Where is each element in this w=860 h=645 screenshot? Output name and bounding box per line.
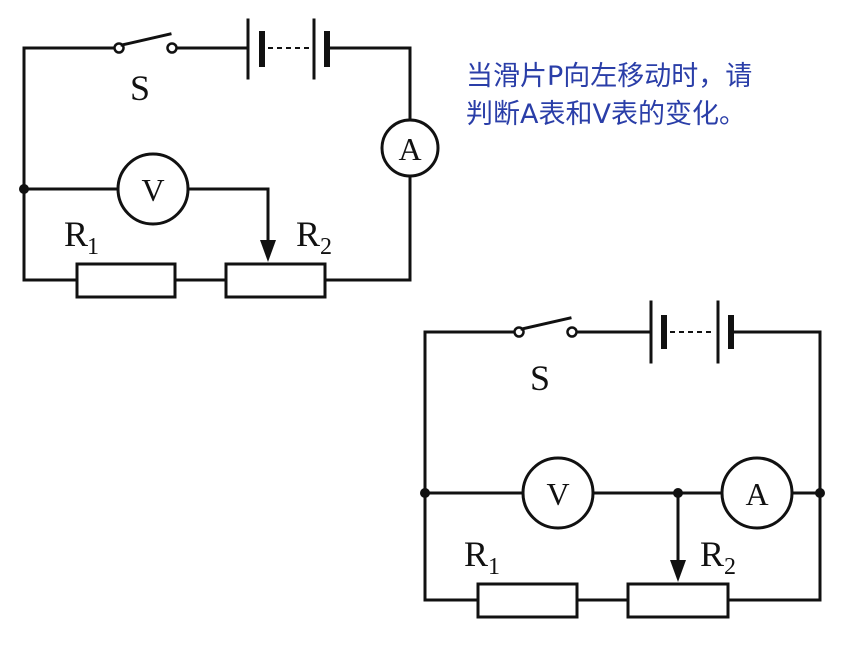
circuit-a-wire-top-right xyxy=(326,46,412,122)
circuit-b-slider-arrow xyxy=(670,560,686,582)
circuit-a-voltmeter: V xyxy=(116,152,190,226)
question-line-1: 当滑片P向左移动时，请 xyxy=(466,61,753,92)
circuit-b-junction-mid xyxy=(673,488,683,498)
circuit-b-wire-left xyxy=(423,491,480,602)
circuit-a-slider-arrow xyxy=(260,240,276,262)
circuit-a-ammeter: A xyxy=(380,118,440,178)
circuit-b-r1-label: R xyxy=(464,534,488,574)
circuit-a-slider-wire xyxy=(186,187,270,248)
circuit-b-battery xyxy=(649,300,734,364)
question-text: 当滑片P向左移动时，请 判断A表和V表的变化。 xyxy=(466,58,851,134)
circuit-a-wire-left xyxy=(22,187,79,282)
circuit-a-switch xyxy=(113,32,178,54)
circuit-a-r2-label: R xyxy=(296,214,320,254)
circuit-a-r1-subscript: 1 xyxy=(87,234,99,260)
svg-text:A: A xyxy=(745,476,768,512)
circuit-a-r2-subscript: 2 xyxy=(320,234,332,260)
svg-text:V: V xyxy=(546,476,569,512)
circuit-b-resistor-r2 xyxy=(626,582,730,619)
circuit-a-wire-right xyxy=(323,174,412,282)
circuit-b-ammeter: A xyxy=(720,456,794,530)
circuit-a-battery xyxy=(246,18,330,80)
circuit-a: S A V R 1 R 2 xyxy=(19,18,440,299)
circuit-b-resistor-r1 xyxy=(476,582,579,619)
circuit-b-junction-right xyxy=(815,488,825,498)
circuit-b-wire-right xyxy=(726,491,822,602)
circuit-b-r2-subscript: 2 xyxy=(724,554,736,580)
circuit-a-switch-label: S xyxy=(130,68,150,108)
svg-text:A: A xyxy=(398,131,421,167)
circuit-b-junction-left xyxy=(420,488,430,498)
question-line-2: 判断A表和V表的变化。 xyxy=(466,99,746,130)
circuit-b-r1-subscript: 1 xyxy=(488,554,500,580)
circuit-b: S V A R 1 R 2 xyxy=(420,300,825,619)
circuit-b-voltmeter: V xyxy=(521,456,595,530)
circuit-a-r1-label: R xyxy=(64,214,88,254)
circuit-a-junction xyxy=(19,184,29,194)
circuit-a-wire-top-left xyxy=(22,46,117,191)
circuit-b-wire-top-right xyxy=(729,330,822,495)
circuit-a-resistor-r1 xyxy=(75,262,177,299)
circuit-a-resistor-r2 xyxy=(224,262,327,299)
svg-text:V: V xyxy=(141,172,164,208)
circuit-b-wire-top-left xyxy=(423,330,517,495)
circuit-b-switch-label: S xyxy=(530,358,550,398)
circuit-b-switch xyxy=(513,316,578,338)
circuit-b-r2-label: R xyxy=(700,534,724,574)
